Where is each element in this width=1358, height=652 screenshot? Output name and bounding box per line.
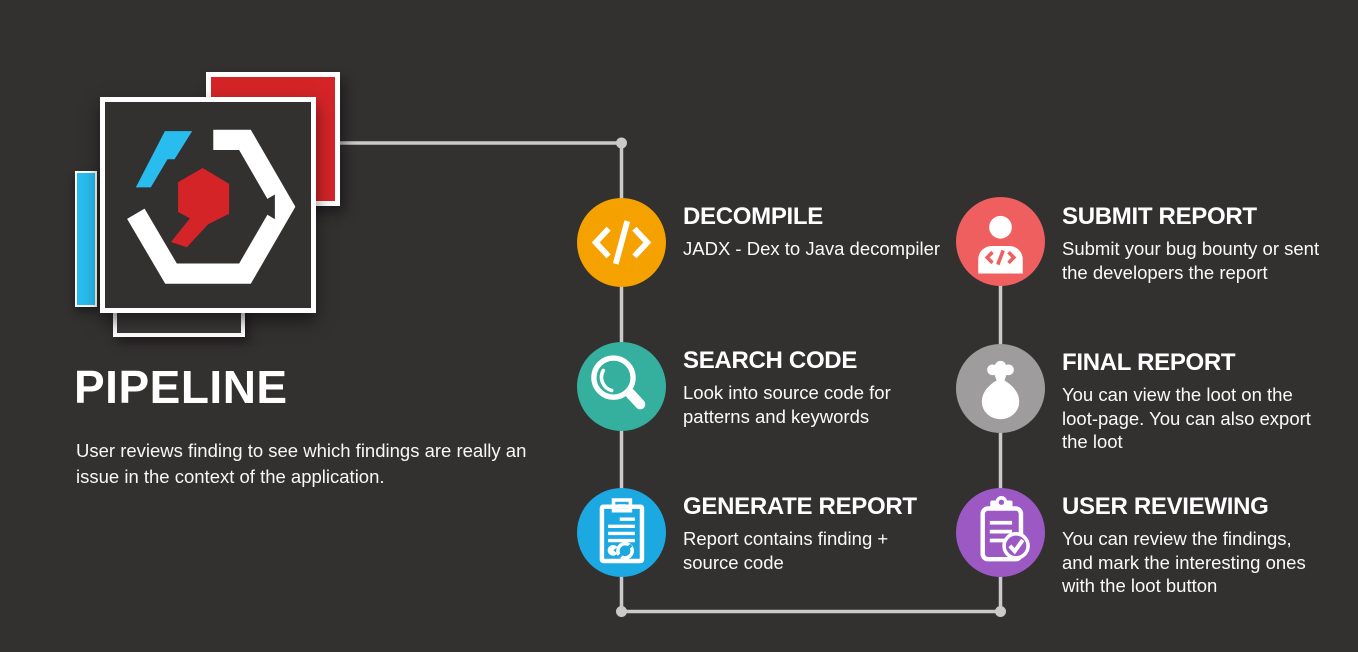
connector-dot	[616, 137, 627, 149]
step-description: You can review the findings, and mark th…	[1062, 528, 1306, 597]
step-generate-report: GENERATE REPORT Report contains finding …	[683, 493, 983, 574]
code-icon	[591, 220, 652, 265]
step-badge-final-report	[956, 344, 1045, 433]
step-title: FINAL REPORT	[1062, 349, 1236, 376]
step-title: GENERATE REPORT	[683, 493, 917, 520]
money-bag-icon	[981, 360, 1020, 420]
connector-dot	[616, 606, 627, 617]
clipboard-check-icon	[980, 496, 1030, 562]
hexagon-logo-icon	[127, 129, 296, 284]
logo-main-card	[100, 97, 316, 313]
step-submit-report: SUBMIT REPORT Submit your bug bounty or …	[1062, 203, 1358, 284]
step-badge-search-code	[577, 342, 666, 431]
page-description: User reviews finding to see which findin…	[76, 440, 527, 487]
step-description: JADX - Dex to Java decompiler	[683, 238, 941, 259]
step-badge-submit-report	[956, 197, 1045, 286]
step-title: SUBMIT REPORT	[1062, 203, 1257, 230]
step-user-reviewing: USER REVIEWING You can review the findin…	[1062, 493, 1358, 598]
page-title: PIPELINE	[74, 361, 288, 413]
report-icon	[599, 498, 645, 564]
step-title: SEARCH CODE	[683, 347, 858, 374]
step-title: DECOMPILE	[683, 203, 823, 230]
connector-dot	[995, 606, 1006, 617]
person-code-icon	[978, 211, 1023, 274]
step-decompile: DECOMPILE JADX - Dex to Java decompiler	[683, 203, 983, 261]
logo-cyan-card	[75, 171, 97, 307]
step-description: Look into source code for patterns and k…	[683, 382, 891, 427]
step-search-code: SEARCH CODE Look into source code for pa…	[683, 347, 983, 428]
step-description: Report contains finding + source code	[683, 528, 889, 573]
step-final-report: FINAL REPORT You can view the loot on th…	[1062, 349, 1358, 454]
step-title: USER REVIEWING	[1062, 493, 1269, 520]
step-badge-generate-report	[577, 488, 666, 577]
step-description: Submit your bug bounty or sent the devel…	[1062, 238, 1320, 283]
step-badge-user-reviewing	[956, 488, 1045, 577]
search-icon	[591, 355, 646, 410]
step-description: You can view the loot on the loot-page. …	[1062, 384, 1311, 453]
step-badge-decompile	[577, 198, 666, 287]
